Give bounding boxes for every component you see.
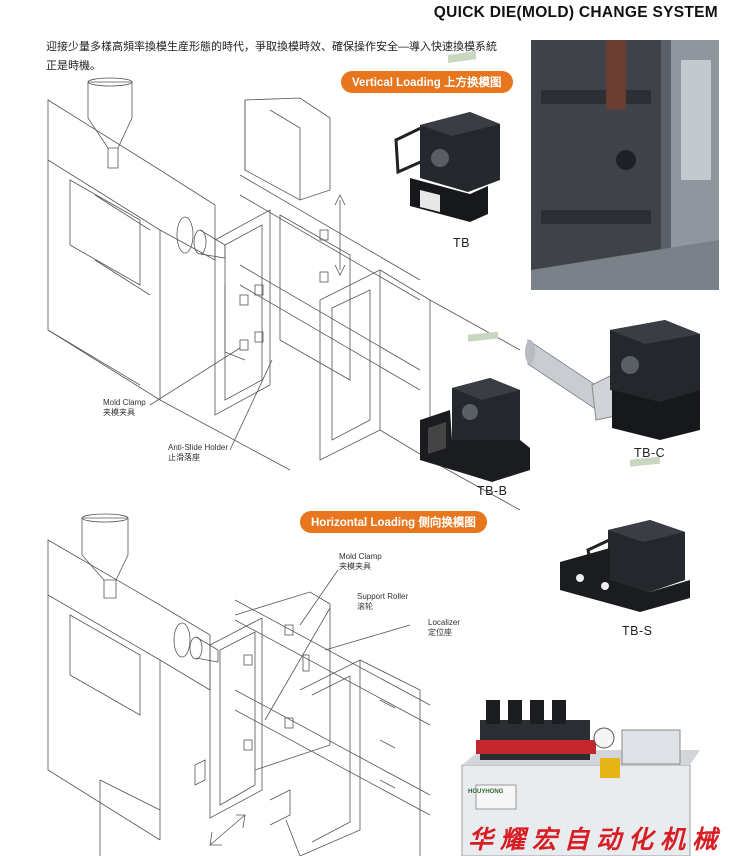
footer-company-name: 华耀宏自动化机械 xyxy=(468,825,725,854)
caption-tb-b: TB-B xyxy=(477,484,508,498)
callout-localizer: Localizer 定位座 xyxy=(428,618,461,637)
product-tb-s-image xyxy=(560,456,690,612)
intro-text: 迎接少量多樣高頻率換模生産形態的時代，爭取換模時效、確保操作安全—導入快速換模系… xyxy=(46,38,516,76)
hydraulic-unit-image xyxy=(461,700,700,856)
horizontal-loading-label: Horizontal Loading 侧向换模图 xyxy=(300,511,487,533)
callout-mold-clamp-bottom: Mold Clamp 夹模夹具 xyxy=(339,552,382,571)
page-title: QUICK DIE(MOLD) CHANGE SYSTEM xyxy=(433,4,718,21)
product-tb-c-image xyxy=(525,255,700,440)
callout-mold-clamp-top: Mold Clamp 夹模夹具 xyxy=(103,398,146,417)
caption-tb: TB xyxy=(453,236,470,250)
vertical-loading-label: Vertical Loading 上方换模图 xyxy=(341,71,513,93)
callout-anti-slide-holder: Anti-Slide Holder 止滑落座 xyxy=(168,443,229,462)
unit-brand: HOUYHONG xyxy=(468,789,504,795)
intro-line-1: 迎接少量多樣高頻率換模生産形態的時代，爭取換模時效、確保操作安全—導入快速換模系… xyxy=(46,41,497,53)
product-tb-b-image xyxy=(420,331,530,482)
callout-support-roller: Support Roller 滚轮 xyxy=(357,592,409,611)
caption-tb-s: TB-S xyxy=(622,624,653,638)
factory-photo xyxy=(531,40,719,290)
caption-tb-c: TB-C xyxy=(634,446,666,460)
product-tb-image xyxy=(394,51,500,222)
intro-line-2: 正是時機。 xyxy=(46,60,101,72)
